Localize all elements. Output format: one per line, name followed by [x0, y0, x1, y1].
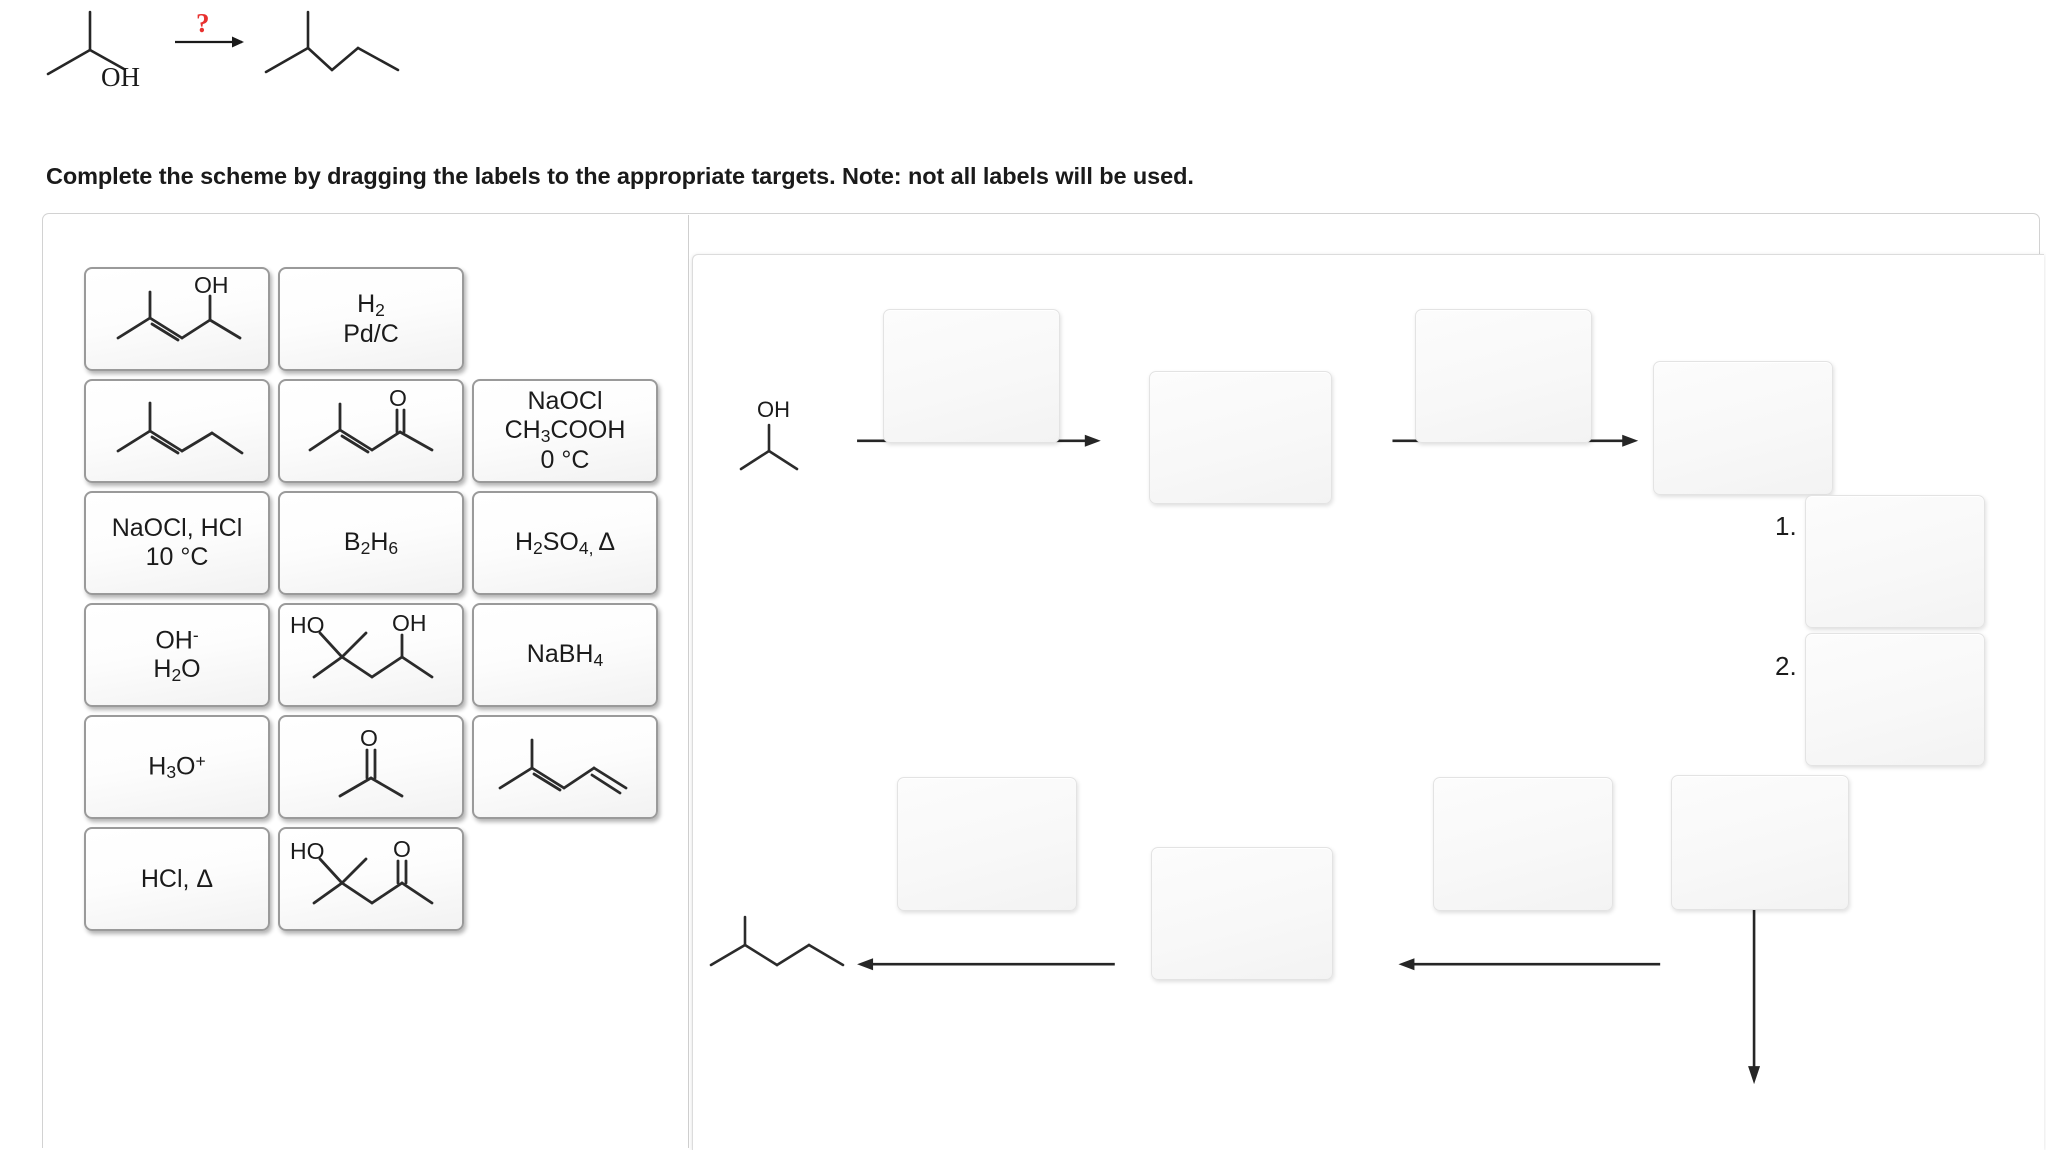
palette-row: HCl, Δ HO O — [84, 827, 664, 931]
drop-target-product-2[interactable] — [1653, 361, 1833, 495]
label-tile-hydronium-ion[interactable]: H3O+ — [84, 715, 270, 819]
label-tile-2-methylpent-2-ene[interactable] — [84, 379, 270, 483]
drop-target-step-1-reagent[interactable] — [1805, 495, 1985, 628]
label-tile-diborane[interactable]: B2H6 — [278, 491, 464, 595]
tile-text-oh-h2o: OH-H2O — [153, 624, 201, 685]
label-tile-sulfuric-acid-heat[interactable]: H2SO4, Δ — [472, 491, 658, 595]
tile-ho-label: HO — [290, 838, 325, 864]
tile-oh-label: OH — [194, 276, 229, 298]
instruction-text: Complete the scheme by dragging the labe… — [46, 163, 1194, 189]
tile-ho-label: HO — [290, 612, 325, 638]
drop-target-product-1[interactable] — [1149, 371, 1332, 504]
drop-target-product-3[interactable] — [1671, 775, 1849, 910]
tile-text-b2h6: B2H6 — [343, 528, 399, 558]
scheme-start-structure: OH — [715, 385, 825, 495]
label-tile-4-hydroxy-4-methylpentan-2-one[interactable]: HO O — [278, 827, 464, 931]
drop-target-product-4[interactable] — [1151, 847, 1333, 980]
scheme-end-structure — [697, 885, 877, 995]
drop-target-step-2-reagent[interactable] — [1805, 633, 1985, 766]
reactant-oh-label: OH — [101, 62, 140, 92]
scheme-panel: OH — [692, 254, 2044, 1150]
drop-target-reagent-2[interactable] — [1415, 309, 1592, 443]
label-tile-hydrochloric-acid-heat[interactable]: HCl, Δ — [84, 827, 270, 931]
tile-o-label: O — [393, 836, 411, 862]
step-label-2: 2. — [1775, 651, 1797, 681]
palette-row: OH-H2O HO OH — [84, 603, 664, 707]
tile-text-h2so4: H2SO4, Δ — [514, 528, 616, 558]
label-tile-2-methylpentane-2-4-diol[interactable]: HO OH — [278, 603, 464, 707]
arrow-question-label: ? — [196, 8, 210, 38]
drop-target-reagent-1[interactable] — [883, 309, 1060, 443]
tile-o-label: O — [360, 725, 378, 751]
tile-text-h3o: H3O+ — [148, 751, 206, 783]
tile-text-nabh4: NaBH4 — [526, 640, 604, 670]
label-tile-4-methylpent-3-en-2-ol[interactable]: OH — [84, 267, 270, 371]
label-tile-sodium-borohydride[interactable]: NaBH4 — [472, 603, 658, 707]
label-tile-4-methylpenta-1-3-diene[interactable] — [472, 715, 658, 819]
step-label-1: 1. — [1775, 511, 1797, 541]
tile-text-hcl-heat: HCl, Δ — [140, 864, 214, 893]
label-tile-4-methylpent-3-en-2-one[interactable]: O — [278, 379, 464, 483]
label-tile-hydroxide-water[interactable]: OH-H2O — [84, 603, 270, 707]
scheme-start-oh-label: OH — [757, 397, 790, 422]
drop-target-reagent-4[interactable] — [897, 777, 1077, 911]
header-reaction: OH ? — [0, 0, 560, 125]
palette-row: H3O+ O — [84, 715, 664, 819]
tile-o-label: O — [389, 388, 407, 411]
label-tile-acetone[interactable]: O — [278, 715, 464, 819]
drop-target-reagent-3[interactable] — [1433, 777, 1613, 911]
tile-oh-label: OH — [392, 611, 427, 636]
